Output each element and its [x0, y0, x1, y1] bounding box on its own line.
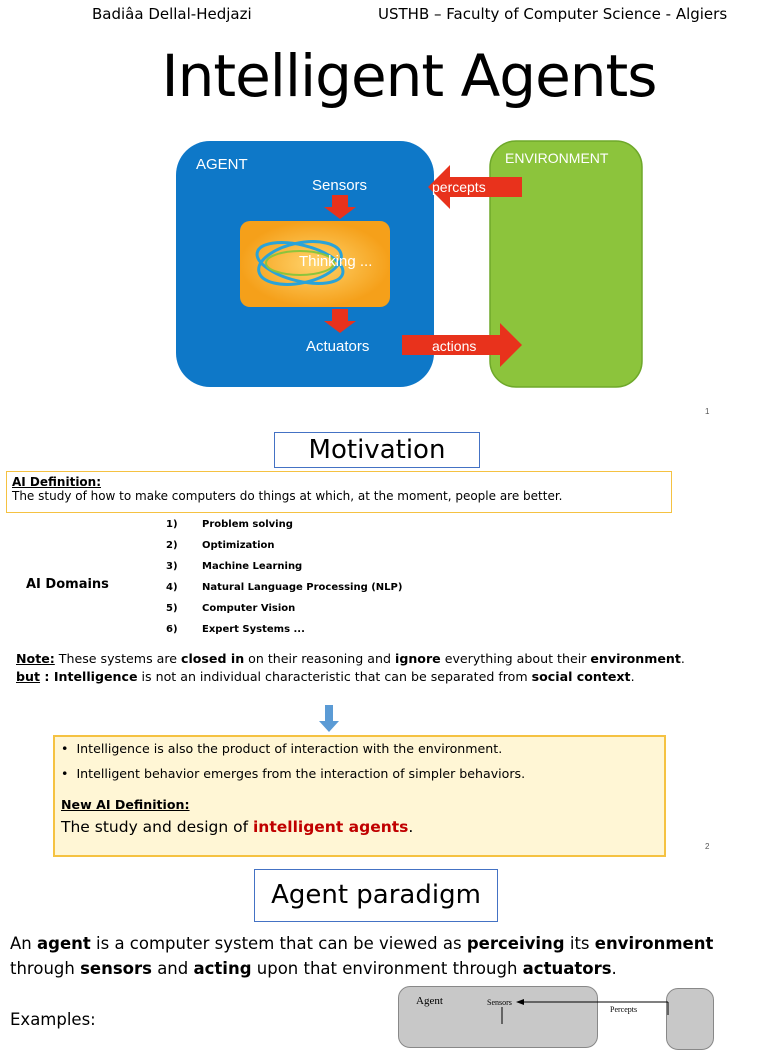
slide-title-intelligent-agents: Intelligent Agents: [161, 42, 658, 110]
author-name: Badiâa Dellal-Hedjazi: [92, 5, 252, 23]
page-number-2: 2: [705, 842, 710, 851]
percepts-label: percepts: [432, 179, 486, 195]
list-item: 3)Machine Learning: [166, 561, 303, 572]
new-definition-heading: New AI Definition:: [61, 797, 190, 812]
slide-title-motivation: Motivation: [274, 432, 480, 468]
new-definition-text: The study and design of intelligent agen…: [61, 818, 414, 836]
ai-domains-list: 1)Problem solving 2)Optimization 3)Machi…: [166, 519, 402, 645]
orbit-icon: [255, 240, 345, 286]
list-item: 4)Natural Language Processing (NLP): [166, 582, 403, 593]
mini-percepts-label: Percepts: [610, 1005, 638, 1014]
slide-title-agent-paradigm: Agent paradigm: [254, 869, 498, 922]
ai-definition-box: AI Definition: The study of how to make …: [6, 471, 672, 513]
ai-definition-text: The study of how to make computers do th…: [12, 489, 563, 503]
note-line-2: but : Intelligence is not an individual …: [16, 669, 635, 684]
thinking-label: Thinking ...: [299, 253, 373, 270]
sensors-down-arrow: [324, 195, 356, 219]
list-item: 1)Problem solving: [166, 519, 293, 530]
agent-definition-line-2: through sensors and acting upon that env…: [10, 959, 617, 978]
institution-name: USTHB – Faculty of Computer Science - Al…: [378, 5, 728, 23]
environment-box: [489, 140, 643, 388]
agent-definition-paragraph: An agent is a computer system that can b…: [10, 931, 713, 981]
down-arrow-icon: [319, 705, 339, 732]
bullet-item: • Intelligence is also the product of in…: [61, 741, 503, 756]
actions-label: actions: [432, 338, 477, 354]
sensors-label: Sensors: [312, 177, 368, 194]
actuators-label: Actuators: [306, 338, 370, 355]
environment-label: ENVIRONMENT: [505, 150, 609, 166]
ai-definition-heading: AI Definition:: [12, 475, 102, 489]
agent-definition-line-1: An agent is a computer system that can b…: [10, 934, 714, 953]
ai-domains-label: AI Domains: [26, 577, 109, 592]
agent-environment-diagram: [176, 140, 643, 388]
mini-arrows: [501, 999, 669, 1024]
list-item: 5)Computer Vision: [166, 603, 296, 614]
agent-label: AGENT: [196, 156, 248, 173]
mini-sensors-label: Sensors: [487, 998, 512, 1007]
mini-agent-label: Agent: [416, 995, 443, 1007]
examples-label: Examples:: [10, 1010, 96, 1029]
note-line-1: Note: These systems are closed in on the…: [16, 651, 685, 666]
list-item: 6)Expert Systems ...: [166, 624, 305, 635]
page-number-1: 1: [705, 407, 710, 416]
new-definition-box: • Intelligence is also the product of in…: [53, 735, 666, 857]
percepts-arrow: [428, 165, 522, 209]
list-item: 2)Optimization: [166, 540, 275, 551]
actions-arrow: [402, 323, 522, 367]
actuators-down-arrow: [324, 309, 356, 333]
bullet-item: • Intelligent behavior emerges from the …: [61, 766, 526, 781]
orbit-icon-inner: [265, 250, 335, 276]
note-paragraph: Note: These systems are closed in on the…: [16, 650, 685, 686]
